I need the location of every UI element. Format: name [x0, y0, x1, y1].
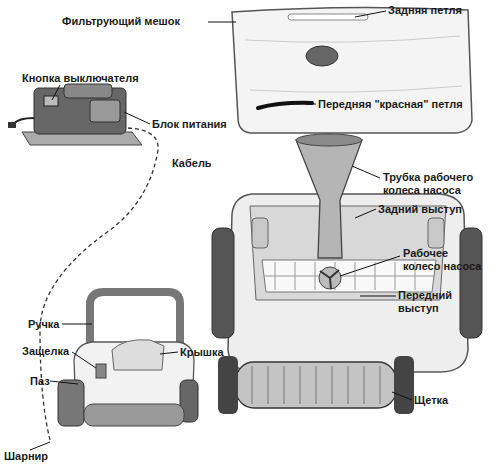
tube-mouth: [296, 134, 362, 146]
part-label: Блок питания: [152, 118, 227, 131]
part-label: Передний выступ: [398, 289, 468, 315]
mains-plug: [8, 122, 16, 128]
small-latch: [96, 364, 106, 378]
small-track: [58, 380, 84, 426]
rear-tab: [252, 218, 268, 248]
leader-line: [50, 381, 78, 384]
part-label: Щетка: [414, 394, 448, 407]
part-label: Крышка: [180, 346, 224, 359]
leader-line: [124, 112, 150, 124]
part-label: Защелка: [22, 345, 69, 358]
leader-line: [62, 324, 92, 325]
leader-line: [340, 256, 400, 276]
bag-fold: [250, 86, 462, 92]
power-supply: [8, 84, 142, 145]
impeller-blades: [320, 270, 339, 289]
part-label: Задний выступ: [378, 203, 462, 216]
side-track: [212, 228, 234, 338]
mains-plug-cord: [14, 118, 34, 124]
leader-line: [392, 392, 412, 400]
side-track: [460, 228, 482, 338]
part-label: Трубка рабочего колеса насоса: [383, 171, 493, 197]
part-label: Паз: [30, 375, 50, 388]
bag-fold: [245, 36, 460, 42]
brush-wheel: [218, 356, 238, 414]
rear-tab: [428, 218, 444, 248]
leader-line: [352, 166, 380, 178]
leader-line: [72, 352, 96, 368]
front-loop: [258, 103, 312, 108]
supply-panel: [90, 100, 120, 122]
impeller-tube: [296, 140, 362, 258]
impeller: [319, 267, 341, 289]
bag-outline: [232, 7, 472, 133]
leader-line: [355, 209, 376, 218]
part-label: Ручка: [28, 318, 59, 331]
brush-wheel: [394, 356, 414, 414]
leader-line: [306, 104, 316, 105]
leader-line: [360, 296, 396, 297]
supply-handle: [64, 84, 112, 98]
part-label: Передняя "красная" петля: [318, 98, 463, 111]
leader-line: [160, 352, 178, 354]
small-lid: [112, 340, 164, 370]
brush-ribs: [252, 366, 380, 404]
part-label: Кабель: [172, 157, 212, 170]
cleaner-body: [228, 194, 468, 372]
part-label: Шарнир: [4, 450, 48, 463]
leader-line: [30, 442, 50, 450]
part-label: Задняя петля: [388, 4, 462, 17]
leader-line: [52, 85, 60, 100]
part-label: Фильтрующий мешок: [62, 15, 180, 28]
part-label: Кнопка выключателя: [22, 72, 139, 85]
switch-button: [44, 96, 58, 106]
leader-line: [208, 22, 236, 23]
leader-line: [355, 11, 386, 17]
filter-bag: [232, 7, 472, 133]
cleaner-handle: [90, 292, 180, 346]
brush: [236, 362, 396, 408]
cleaner-closed: [58, 292, 198, 426]
bag-opening: [306, 46, 338, 66]
small-brush: [84, 404, 184, 426]
part-label: Рабочее колесо насоса: [403, 247, 483, 273]
